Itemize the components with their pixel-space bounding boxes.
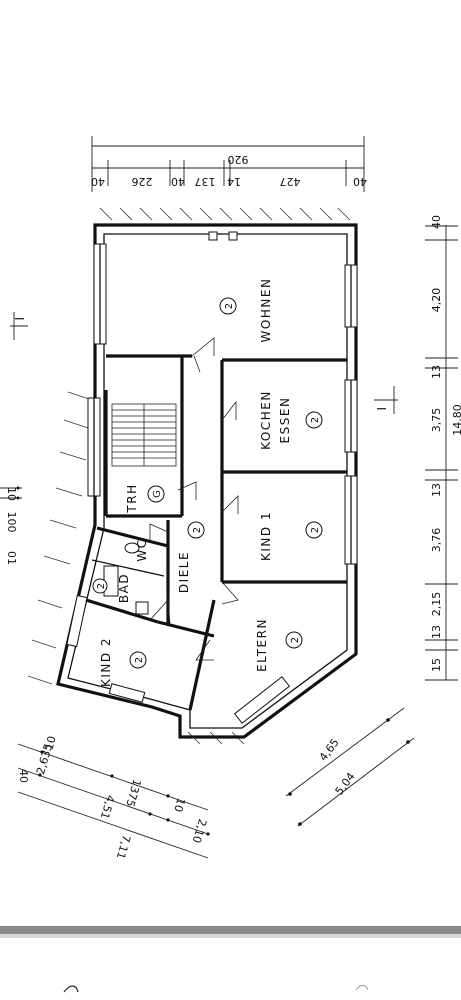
room-code-eltern: 2 xyxy=(290,637,301,643)
room-name-essen: ESSEN xyxy=(278,397,292,444)
room-name-diele: DIELE xyxy=(177,551,191,593)
dim-top-part: 14 xyxy=(227,175,241,188)
toilet-icon xyxy=(124,542,140,554)
room-kochen: KOCHEN ESSEN 2 xyxy=(259,390,323,450)
room-name-kochen: KOCHEN xyxy=(259,390,273,450)
section-mark-right-label: I xyxy=(375,405,389,410)
dim-left-partial: 01 xyxy=(5,551,18,565)
dim-bottom: 2,10 xyxy=(190,817,209,844)
room-trh: TRH G xyxy=(125,483,165,514)
room-wc: WC xyxy=(135,538,149,561)
section-mark-right: I xyxy=(374,386,398,414)
room-code-kind1: 2 xyxy=(310,527,321,533)
room-bad: BAD 2 xyxy=(92,573,131,603)
room-wohnen: WOHNEN 2 xyxy=(219,278,273,343)
dim-top-part: 40 xyxy=(353,175,367,188)
door-swings xyxy=(149,337,239,661)
section-mark-left-label: I xyxy=(13,315,27,320)
dim-right-part: 40 xyxy=(430,215,443,229)
room-name-kind1: KIND 1 xyxy=(259,511,273,561)
dim-top-part: 40 xyxy=(91,175,105,188)
dim-right-part: 13 xyxy=(430,483,443,497)
bottom-dimension-chains: 40 2,635 10 1375 10 4,51 2,10 7,11 xyxy=(17,735,210,861)
room-name-bad: BAD xyxy=(117,573,131,603)
room-name-kind2: KIND 2 xyxy=(99,637,113,687)
room-eltern: ELTERN 2 xyxy=(255,618,303,672)
dim-top-part: 427 xyxy=(280,175,301,188)
room-kind2: KIND 2 2 xyxy=(99,637,147,687)
dim-right-part: 3,75 xyxy=(430,408,443,433)
dim-left-partial: 10 xyxy=(5,487,18,501)
room-name-wohnen: WOHNEN xyxy=(259,278,273,343)
room-code-bad: 2 xyxy=(96,583,107,589)
room-code-kochen: 2 xyxy=(310,417,321,423)
dim-right-part: 15 xyxy=(430,658,443,672)
dim-diagonal: 4,65 xyxy=(317,736,342,763)
dim-left-partial: 100 xyxy=(5,512,18,533)
section-mark-left: I xyxy=(10,312,28,340)
room-code-wohnen: 2 xyxy=(224,303,235,309)
dim-bottom: 40 xyxy=(17,769,30,783)
dim-bottom: 10 xyxy=(42,735,58,752)
dim-bottom: 1375 xyxy=(123,778,143,808)
diagonal-dimension-chains: 4,65 5,04 xyxy=(285,707,415,827)
dim-right-part: 3,76 xyxy=(430,528,443,553)
exterior-hatching xyxy=(27,207,351,745)
dim-right-total: 14,80 xyxy=(451,404,461,436)
room-name-trh: TRH xyxy=(125,483,139,513)
dim-bottom: 4,51 xyxy=(98,793,117,820)
room-code-kind2: 2 xyxy=(134,657,145,663)
dim-bottom: 7,11 xyxy=(114,833,133,860)
staircase xyxy=(111,403,177,467)
dim-top-total: 920 xyxy=(228,153,249,166)
dim-top-part: 137 xyxy=(195,175,216,188)
room-name-wc: WC xyxy=(135,538,149,561)
bathtub-icon xyxy=(103,565,119,597)
sanitary-fixtures xyxy=(103,542,149,615)
room-code-diele: 2 xyxy=(192,527,203,533)
sink-icon xyxy=(135,601,149,615)
interior-walls xyxy=(85,354,347,711)
dim-top-part: 40 xyxy=(171,175,185,188)
top-dimension-chain: 920 40 226 40 137 14 427 40 xyxy=(91,136,367,192)
room-name-eltern: ELTERN xyxy=(255,618,269,672)
dim-right-part: 13 xyxy=(430,625,443,639)
scan-sheet-edge xyxy=(0,926,461,993)
right-dimension-chain: 40 4,20 13 3,75 13 3,76 2,15 13 15 14,80 xyxy=(425,215,461,681)
dim-bottom: 10 xyxy=(171,796,187,813)
room-code-trh: G xyxy=(152,490,163,498)
dim-top-part: 226 xyxy=(132,175,153,188)
windows xyxy=(66,231,358,724)
dim-right-part: 4,20 xyxy=(430,288,443,313)
dim-right-part: 2,15 xyxy=(430,592,443,617)
room-kind1: KIND 1 2 xyxy=(259,511,323,561)
dim-right-part: 13 xyxy=(430,365,443,379)
left-partial-dimensions: 100 10 01 xyxy=(0,486,22,565)
room-diele: DIELE 2 xyxy=(177,521,205,593)
